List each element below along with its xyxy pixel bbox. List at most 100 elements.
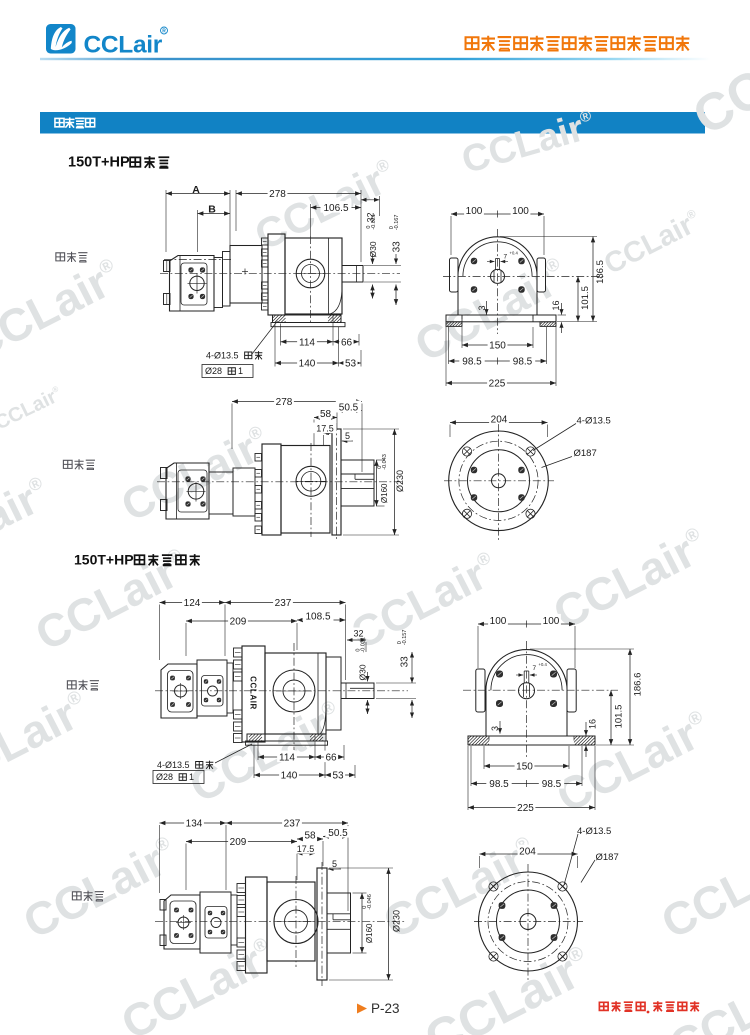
svg-text:186.5: 186.5 <box>595 260 606 284</box>
svg-text:CCLair®: CCLair® <box>599 205 706 281</box>
svg-text:100: 100 <box>490 616 507 627</box>
svg-text:CCLair®: CCLair® <box>0 469 57 582</box>
svg-text:204: 204 <box>491 415 508 426</box>
svg-text:33: 33 <box>400 656 411 668</box>
svg-text:17.5: 17.5 <box>297 844 315 854</box>
svg-text:17.5: 17.5 <box>316 424 334 434</box>
svg-text:100: 100 <box>512 206 529 217</box>
svg-text:0: 0 <box>362 906 368 909</box>
svg-text:66: 66 <box>325 753 337 764</box>
svg-text:-0.021: -0.021 <box>371 214 377 230</box>
svg-text:Ø160: Ø160 <box>365 923 374 943</box>
svg-text:204: 204 <box>519 847 536 858</box>
svg-text:98.5: 98.5 <box>513 357 533 368</box>
svg-text:1: 1 <box>238 366 243 376</box>
svg-text:32: 32 <box>353 629 363 639</box>
svg-text:-0.043: -0.043 <box>382 454 388 470</box>
svg-text:4-Ø13.5: 4-Ø13.5 <box>206 351 239 361</box>
svg-text:CCLair®: CCLair® <box>653 827 750 948</box>
svg-text:124: 124 <box>184 598 201 609</box>
svg-text:237: 237 <box>284 819 301 830</box>
svg-text:Ø28: Ø28 <box>205 366 222 376</box>
svg-text:CCLair®: CCLair® <box>15 827 185 948</box>
svg-text:0: 0 <box>366 226 372 229</box>
svg-text:CCLair®: CCLair® <box>113 928 283 1035</box>
svg-text:101.5: 101.5 <box>580 286 591 310</box>
svg-text:186.6: 186.6 <box>633 673 644 697</box>
svg-text:CCLair®: CCLair® <box>548 701 718 822</box>
svg-text:0: 0 <box>377 466 383 469</box>
svg-text:3: 3 <box>477 305 487 310</box>
svg-text:5: 5 <box>345 431 350 441</box>
svg-text:100: 100 <box>543 616 560 627</box>
svg-text:5: 5 <box>332 859 337 869</box>
svg-text:Ø30: Ø30 <box>368 241 378 257</box>
svg-text:134: 134 <box>186 819 203 830</box>
svg-text:98.5: 98.5 <box>462 357 482 368</box>
svg-text:33: 33 <box>392 241 403 253</box>
svg-text:114: 114 <box>279 753 295 764</box>
svg-text:Ø187: Ø187 <box>596 852 619 863</box>
svg-text:7: 7 <box>504 253 508 260</box>
svg-text:140: 140 <box>281 771 298 782</box>
svg-text:50.5: 50.5 <box>339 403 359 414</box>
svg-text:150: 150 <box>489 341 506 352</box>
svg-text:1: 1 <box>189 772 194 782</box>
svg-text:101.5: 101.5 <box>613 705 624 729</box>
svg-text:Ø28: Ø28 <box>156 772 173 782</box>
svg-text:150: 150 <box>516 762 533 773</box>
svg-text:58: 58 <box>320 409 332 420</box>
svg-text:-0.167: -0.167 <box>394 215 400 231</box>
svg-text:-0.046: -0.046 <box>367 894 373 910</box>
svg-text:278: 278 <box>269 189 286 200</box>
svg-text:4-Ø13.5: 4-Ø13.5 <box>577 415 611 426</box>
svg-text:+0.4: +0.4 <box>510 251 519 256</box>
svg-text:0: 0 <box>356 649 362 652</box>
svg-text:16: 16 <box>551 300 561 310</box>
svg-text:P-23: P-23 <box>371 1001 400 1016</box>
svg-text:106.5: 106.5 <box>323 203 348 214</box>
svg-text:Ø187: Ø187 <box>574 448 597 459</box>
svg-text:-0.157: -0.157 <box>402 630 408 646</box>
svg-text:209: 209 <box>230 837 247 848</box>
svg-text:3: 3 <box>490 726 500 731</box>
svg-text:Ø230: Ø230 <box>395 470 405 492</box>
svg-text:66: 66 <box>341 337 353 348</box>
svg-text:4-Ø13.5: 4-Ø13.5 <box>157 760 190 770</box>
svg-text:CCLair®: CCLair® <box>545 518 715 639</box>
svg-text:58: 58 <box>304 831 316 842</box>
svg-text:R: R <box>162 29 166 35</box>
svg-text:CCLAIR: CCLAIR <box>249 676 258 710</box>
svg-text:53: 53 <box>345 359 357 370</box>
svg-text:Ø160: Ø160 <box>380 483 389 503</box>
svg-text:108.5: 108.5 <box>305 612 330 623</box>
svg-text:CCLair®: CCLair® <box>343 544 505 659</box>
svg-text:114: 114 <box>299 337 315 348</box>
svg-text:CCLair®: CCLair® <box>661 951 750 1035</box>
svg-text:A: A <box>192 184 200 196</box>
svg-text:209: 209 <box>230 617 247 628</box>
svg-text:0: 0 <box>389 226 395 229</box>
svg-text:100: 100 <box>466 206 483 217</box>
svg-text:CCLair: CCLair <box>84 32 163 59</box>
svg-text:+0.4: +0.4 <box>539 662 548 667</box>
svg-text:98.5: 98.5 <box>542 779 562 790</box>
svg-text:CCLair®: CCLair® <box>0 681 97 802</box>
svg-text:Ø30: Ø30 <box>358 664 368 680</box>
svg-text:278: 278 <box>276 397 293 408</box>
svg-text:B: B <box>208 203 216 215</box>
svg-text:Ø230: Ø230 <box>392 910 402 932</box>
svg-text:CCLair®: CCLair® <box>0 249 129 370</box>
svg-text:CCLair®: CCLair® <box>114 418 277 531</box>
svg-text:50.5: 50.5 <box>328 828 348 839</box>
svg-text:CCLair®: CCLair® <box>0 383 65 434</box>
svg-text:237: 237 <box>275 598 292 609</box>
svg-text:150T+HP: 150T+HP <box>74 552 134 568</box>
svg-text:140: 140 <box>299 359 316 370</box>
svg-text:7: 7 <box>533 665 537 672</box>
svg-text:225: 225 <box>517 803 534 814</box>
svg-text:0: 0 <box>397 641 403 644</box>
svg-text:CCLair®: CCLair® <box>416 937 601 1035</box>
svg-text:32: 32 <box>366 212 376 222</box>
svg-text:16: 16 <box>588 719 598 729</box>
